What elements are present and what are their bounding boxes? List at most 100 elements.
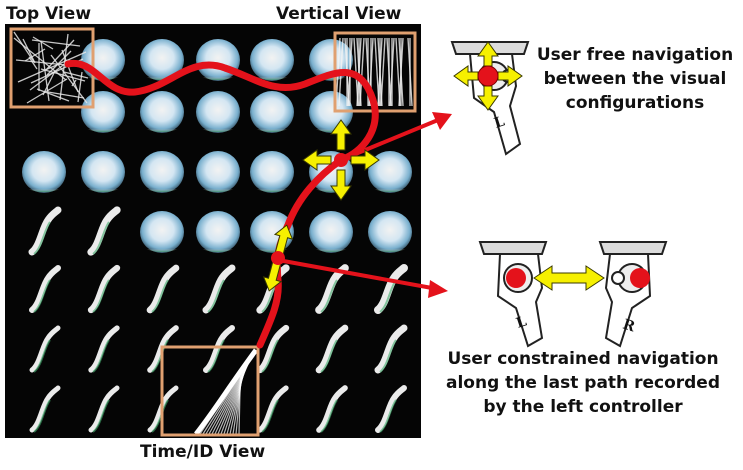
controller-ring: [598, 241, 668, 255]
configuration-cell: [316, 385, 348, 433]
configuration-cell-shadow: [92, 279, 110, 313]
top-view-strand: [17, 51, 87, 83]
configuration-cell: [374, 324, 408, 374]
configuration-cell: [147, 325, 179, 373]
constrained-right-letter: R: [621, 317, 637, 336]
configuration-cell-shadow: [320, 339, 338, 373]
configuration-cell: [146, 264, 180, 314]
configuration-cell-shadow: [33, 279, 51, 313]
caption-line: between the visual: [543, 69, 727, 89]
top-view-strand: [63, 71, 89, 79]
vertical-view-strand: [380, 37, 386, 107]
configuration-cell-shadow: [198, 236, 238, 252]
configuration-cell: [256, 324, 290, 374]
configuration-cell: [28, 206, 62, 256]
configuration-cell: [203, 325, 235, 373]
constrained-navigation-pointer-arrow: [277, 258, 433, 290]
free-nav-controller-arrows: [453, 41, 523, 111]
top-view-strand: [22, 38, 36, 64]
configuration-cell: [29, 325, 61, 373]
configuration-cell: [147, 385, 179, 433]
caption-line: by the left controller: [483, 397, 683, 417]
top-view-strand: [29, 59, 71, 91]
configuration-cell: [375, 385, 407, 433]
configuration-cell: [374, 264, 408, 314]
vertical-view-strand: [407, 37, 413, 107]
configuration-cell: [29, 385, 61, 433]
configuration-cell-shadow: [33, 339, 51, 373]
configuration-cell-shadow: [370, 176, 410, 192]
configuration-cell-shadow: [92, 339, 110, 373]
top-view-label: Top View: [6, 4, 92, 24]
top-view-strand: [36, 88, 70, 102]
controller-ring: [478, 241, 548, 255]
configuration-cell-shadow: [198, 116, 238, 132]
top-view-strand: [46, 50, 72, 76]
top-view-strand: [28, 56, 38, 70]
free-navigation-pointer-head: [432, 112, 452, 130]
constrained-navigation-caption: User constrained navigation along the la…: [424, 347, 742, 419]
configuration-cell-shadow: [320, 399, 338, 433]
free-navigation-pointer-arrow: [340, 118, 439, 162]
configuration-cell-shadow: [92, 221, 110, 255]
configuration-cell-shadow: [33, 399, 51, 433]
constrained-left-controller: L: [478, 241, 548, 348]
top-view-strand: [71, 79, 77, 87]
configuration-cell: [88, 385, 120, 433]
vertical-view-label: Vertical View: [276, 4, 402, 24]
top-view-strand: [45, 39, 75, 71]
configuration-cell-shadow: [142, 236, 182, 252]
configuration-cell-shadow: [252, 116, 292, 132]
free-navigation-caption: User free navigation between the visual …: [528, 43, 742, 115]
configuration-cell-shadow: [379, 399, 397, 433]
top-view-strand: [26, 78, 68, 104]
caption-line: User free navigation: [536, 45, 734, 65]
controller-link-two-way-arrow-icon: [533, 265, 605, 291]
vertical-view-strand: [398, 37, 404, 107]
top-view-strand: [59, 33, 69, 101]
configuration-cell-shadow: [252, 64, 292, 80]
constrained-right-controller: R: [598, 241, 668, 348]
time-view-trace: [194, 348, 259, 436]
configuration-cell-shadow: [207, 279, 225, 313]
caption-line: User constrained navigation: [447, 349, 719, 369]
configuration-cell: [87, 206, 121, 256]
configuration-cell: [315, 324, 349, 374]
configuration-cell-shadow: [379, 339, 397, 373]
configuration-cell-shadow: [142, 116, 182, 132]
constrained-navigation-pointer-head: [428, 280, 448, 298]
configuration-cell-shadow: [207, 339, 225, 373]
configuration-cell: [29, 265, 61, 313]
configuration-cell-shadow: [252, 176, 292, 192]
configuration-cell: [202, 264, 236, 314]
configuration-cell-shadow: [261, 339, 279, 373]
top-view-strand: [42, 70, 56, 96]
top-view-strand: [77, 71, 83, 103]
configuration-cell-shadow: [24, 176, 64, 192]
controller-red-button: [630, 268, 650, 288]
configuration-cell-shadow: [320, 279, 338, 313]
controller-red-button: [506, 268, 526, 288]
configuration-cell-shadow: [370, 236, 410, 252]
four-way-arrow-icon: [302, 119, 380, 201]
configuration-cell: [257, 385, 289, 433]
configuration-cell-shadow: [151, 279, 169, 313]
controller-small-button: [611, 271, 625, 285]
configuration-cell: [87, 264, 121, 314]
time-id-view-label: Time/ID View: [140, 442, 266, 462]
configuration-cell-shadow: [83, 176, 123, 192]
configuration-cell: [88, 325, 120, 373]
top-view-strand: [32, 36, 54, 50]
configuration-cell-shadow: [261, 399, 279, 433]
caption-line: configurations: [565, 93, 705, 113]
configuration-cell-shadow: [311, 236, 351, 252]
configuration-cell-shadow: [33, 221, 51, 255]
two-way-arrow-icon: [262, 224, 294, 292]
time-view-strand: [238, 375, 241, 435]
top-view-strand: [47, 91, 85, 99]
configuration-cell-shadow: [142, 176, 182, 192]
time-id-view-highlight-box: [160, 345, 260, 437]
vertical-view-strand: [359, 37, 365, 107]
